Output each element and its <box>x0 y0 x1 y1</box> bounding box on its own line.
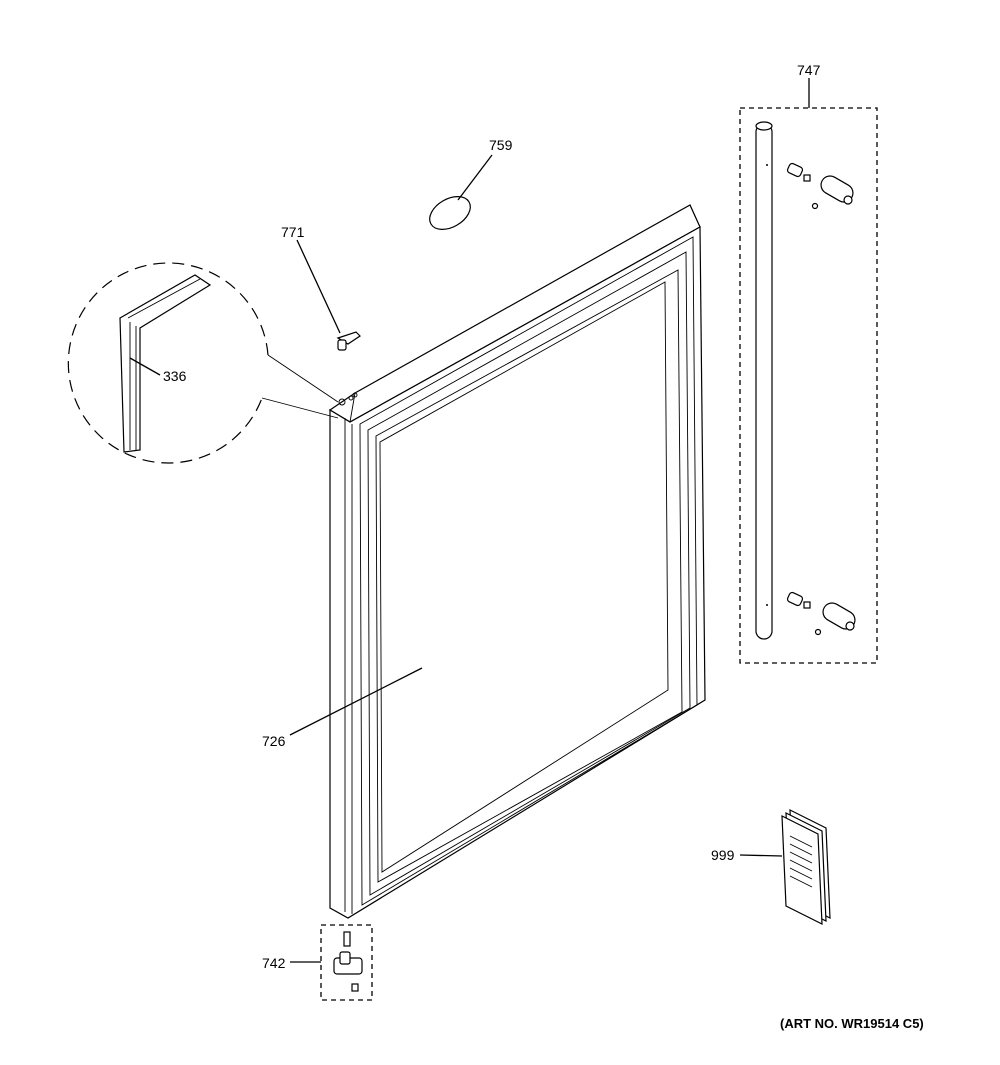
label-747: 747 <box>797 62 821 78</box>
literature-999-part[interactable] <box>781 809 831 925</box>
door-frame-part[interactable] <box>328 204 706 919</box>
leader-lines <box>129 78 810 963</box>
hinge-kit-742-group[interactable] <box>320 924 373 1001</box>
label-726: 726 <box>262 733 286 749</box>
label-742: 742 <box>262 955 286 971</box>
handle-kit-747-group[interactable] <box>739 107 878 664</box>
art-number: (ART NO. WR19514 C5) <box>780 1016 924 1031</box>
cap-759-part[interactable] <box>424 190 476 236</box>
label-771: 771 <box>281 224 305 240</box>
stop-771-part[interactable] <box>336 331 361 351</box>
label-759: 759 <box>489 137 513 153</box>
label-999: 999 <box>711 847 735 863</box>
gasket-detail-callout <box>67 262 339 464</box>
label-336: 336 <box>163 368 187 384</box>
